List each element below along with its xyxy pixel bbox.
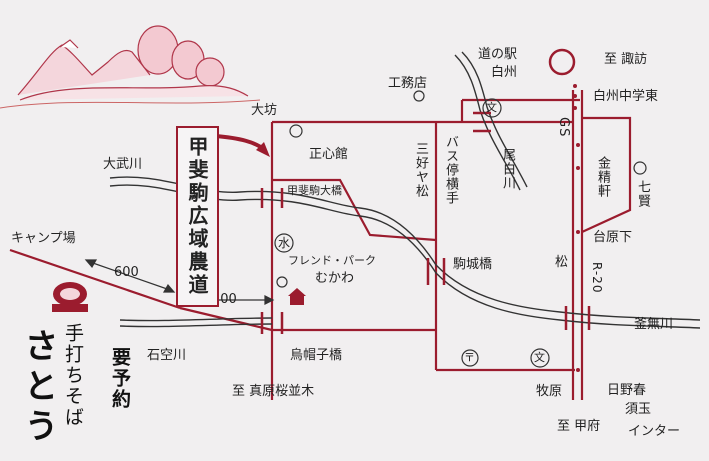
- label-eboshi-bridge: 烏帽子橋: [290, 348, 343, 363]
- school-icon-south: 文: [534, 351, 545, 364]
- label-omukawa: 大武川: [103, 157, 143, 172]
- water-icon: 水: [278, 236, 291, 250]
- label-hakushu-jh-east: 白州中学東: [593, 89, 659, 104]
- label-koumuten: 工務店: [388, 76, 428, 91]
- shop-house-icon: [288, 288, 306, 305]
- dot-markers: [573, 84, 580, 372]
- farm-road-arrow: [214, 134, 267, 152]
- school-icon: 文: [486, 101, 497, 114]
- label-michi-no-eki: 道の駅: [478, 47, 518, 62]
- label-kin-seiken: 金精軒: [594, 156, 610, 198]
- farm-road-arrowhead: [256, 142, 270, 157]
- label-o-shirakawa: 尾白川: [499, 148, 515, 190]
- label-interchange: インター: [628, 424, 681, 439]
- map-markers: [274, 48, 647, 368]
- label-matsu: 松: [555, 255, 569, 270]
- label-hakushu: 白州: [491, 65, 518, 80]
- label-camp: キャンプ場: [11, 231, 76, 246]
- label-kamanashigawa: 釜無川: [634, 317, 674, 332]
- mountain-illustration: [0, 25, 261, 109]
- shop-logo-icon: [52, 282, 88, 312]
- bridges: [260, 111, 591, 334]
- post-office-icon: 〒: [464, 351, 475, 364]
- label-daigahara-shita: 台原下: [593, 230, 633, 245]
- shop-soba: 手打ちそば: [62, 323, 84, 428]
- label-kai-koma-bridge: 甲斐駒大橋: [287, 184, 342, 197]
- label-miyoshi-ya-matsu: 三好ヤ松: [412, 142, 428, 198]
- rivers: [109, 51, 701, 329]
- shop-name: さとう: [18, 328, 58, 448]
- label-shoshinkan: 正心館: [309, 147, 349, 162]
- label-koma-jo-bridge: 駒城橋: [453, 257, 493, 272]
- label-friend-park: フレンド・パーク: [288, 254, 376, 267]
- label-mukawa: むかわ: [315, 271, 355, 286]
- farm-road-label: 甲斐駒広域農道: [176, 126, 219, 307]
- label-makihara: 牧原: [536, 384, 563, 399]
- shop-reservation: 要予約: [109, 347, 131, 410]
- label-gs: GS: [555, 117, 571, 138]
- label-ohbou: 大坊: [251, 103, 278, 118]
- label-bus-stop: バス停横手: [442, 135, 458, 205]
- label-suwa: 至 諏訪: [604, 52, 648, 67]
- label-hino-haru: 日野春: [607, 383, 647, 398]
- label-route-20: R-20: [589, 262, 604, 294]
- label-magihara: 至 真原桜並木: [232, 384, 315, 399]
- label-dist-600: 600: [114, 265, 139, 280]
- label-kofu: 至 甲府: [557, 419, 601, 434]
- label-ishiutsuro: 石空川: [147, 348, 187, 363]
- label-suzu-tama: 須玉: [625, 402, 652, 417]
- label-nanaken: 七賢: [634, 180, 650, 208]
